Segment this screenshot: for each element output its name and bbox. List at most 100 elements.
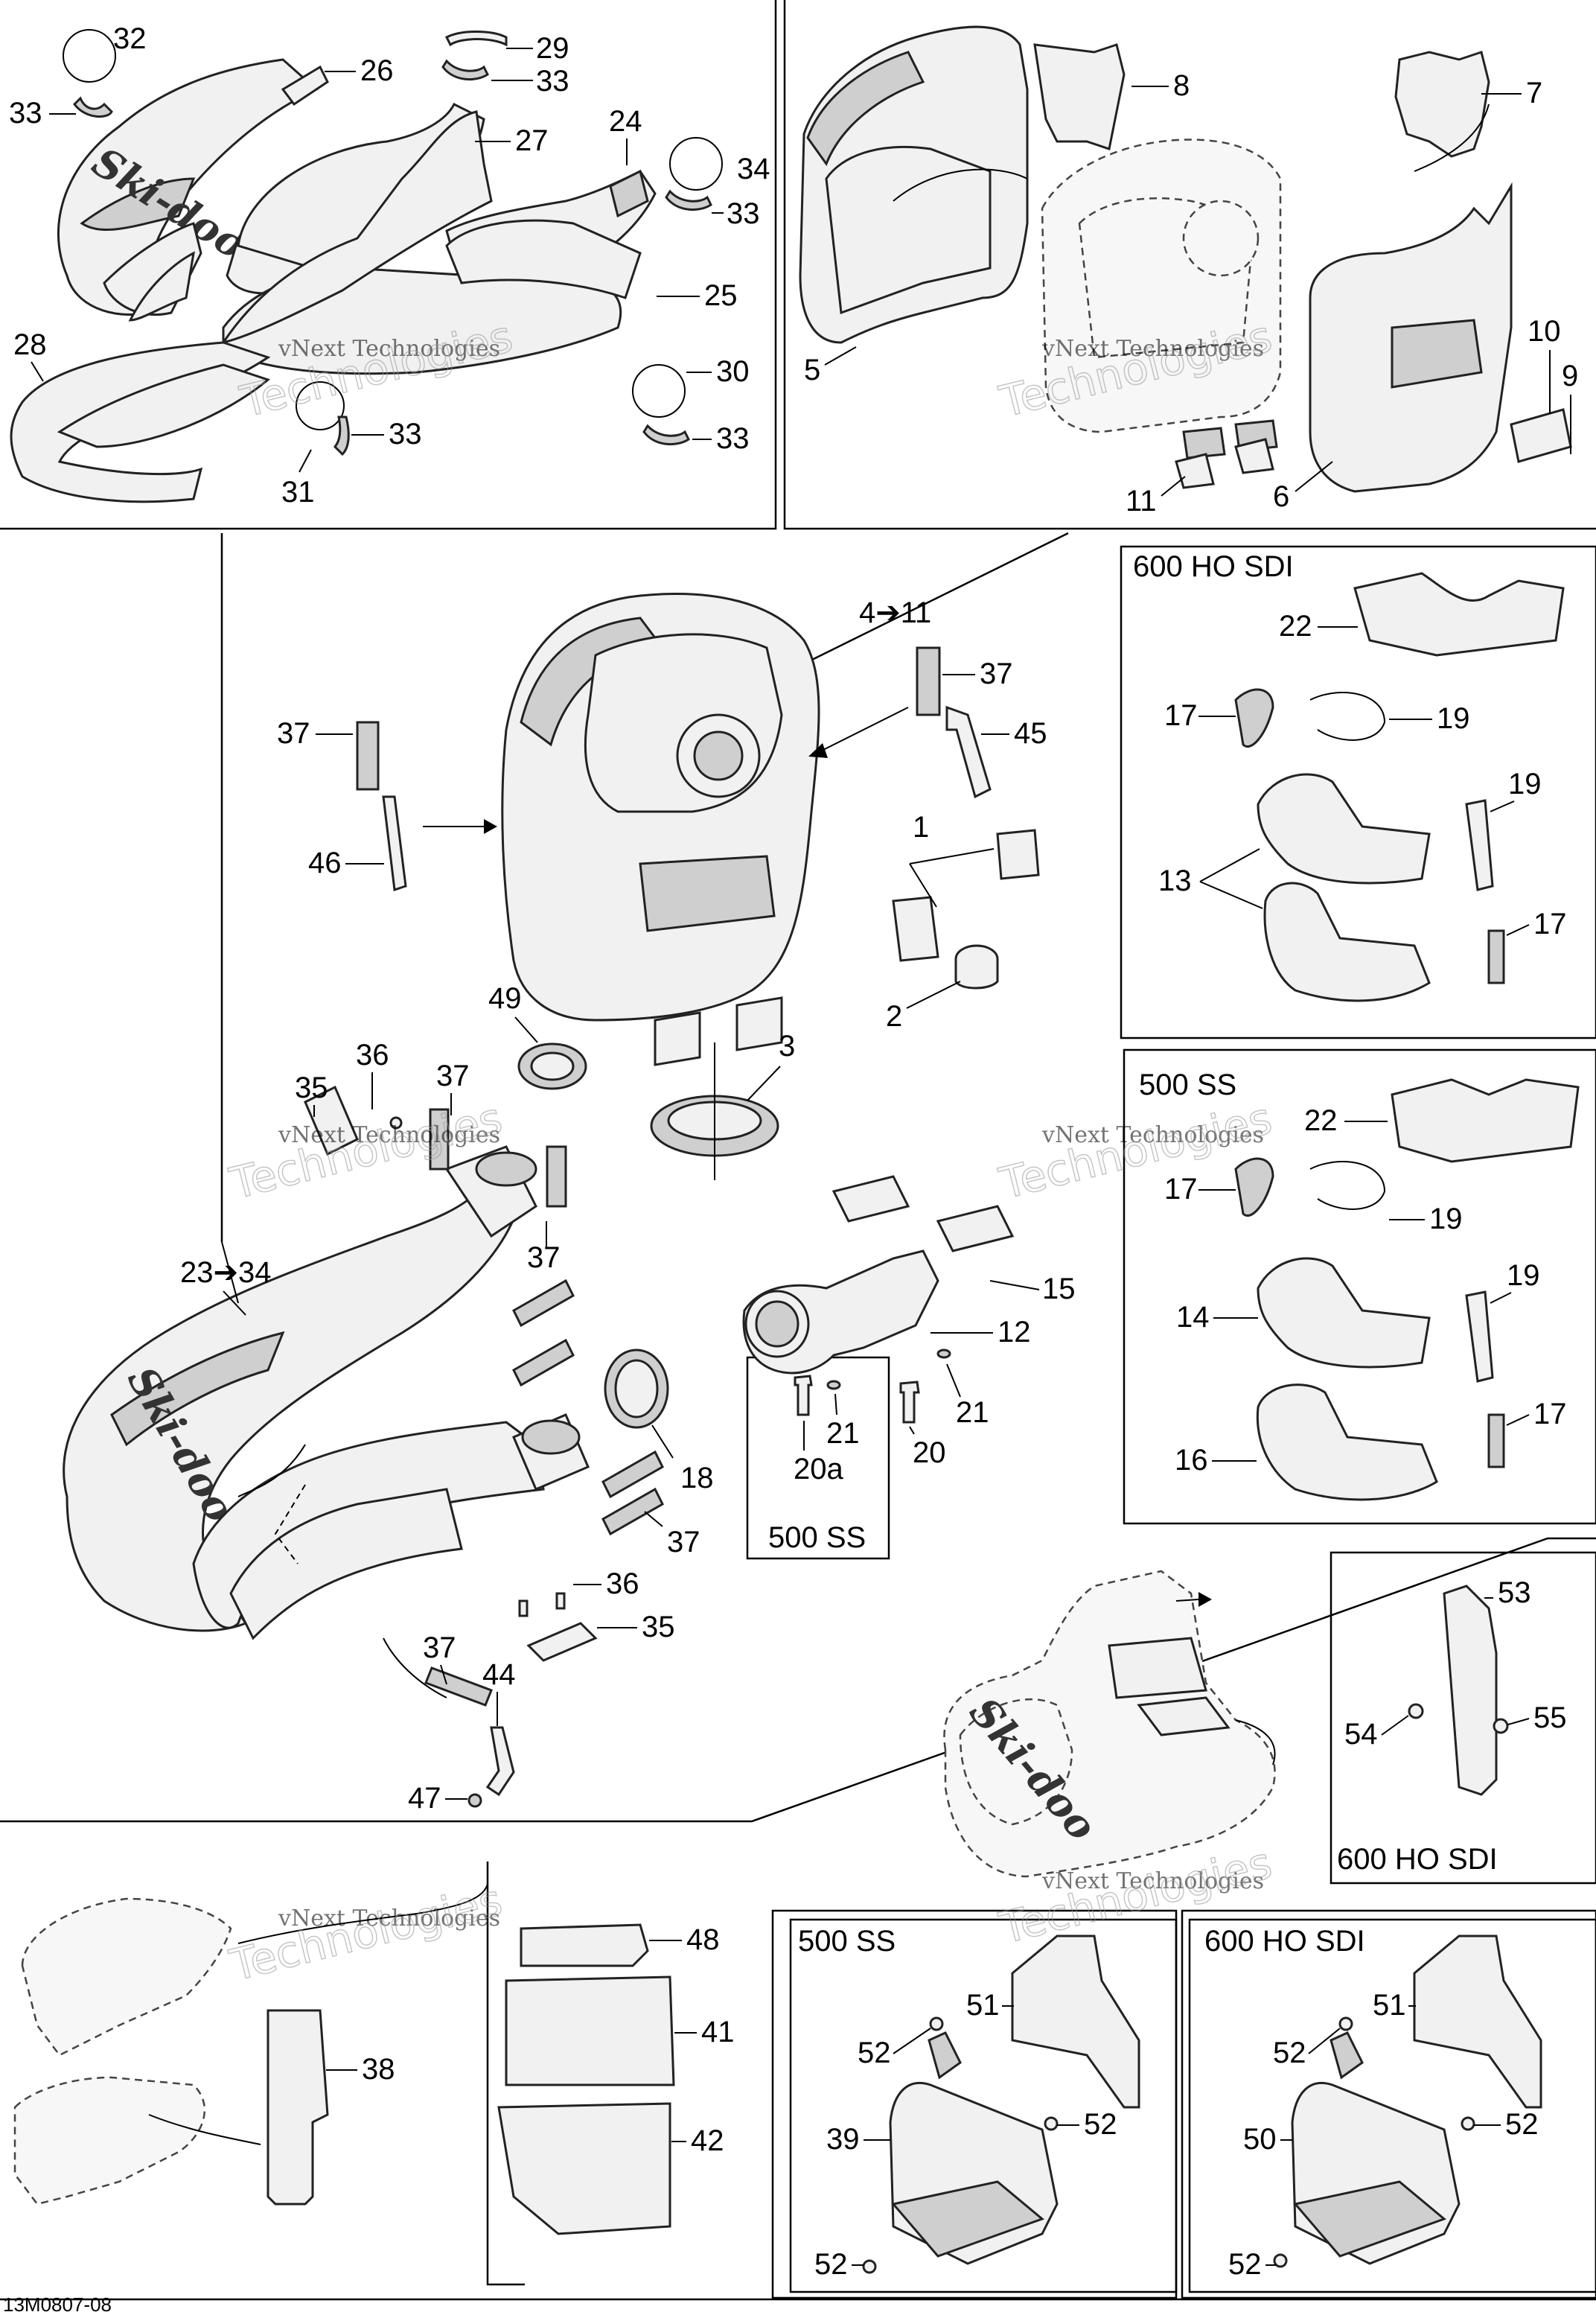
callout-8: 8 [1173,69,1190,102]
callout-37: 37 [667,1526,700,1558]
panel-600-ho-sdi-bottom [1181,1909,1596,2299]
callout-36: 36 [356,1039,389,1071]
callout-19: 19 [1429,1203,1463,1235]
watermark-outline: Technologies [225,1874,507,1990]
spring-37-g [601,1450,664,1499]
watermark-text: vNext Technologies [1041,1122,1264,1148]
callout-50: 50 [1243,2123,1277,2156]
callout-52: 52 [858,2037,891,2069]
heat-shield-53 [1443,1585,1498,1796]
callout-6: 6 [1273,480,1289,513]
gasket-15-a [831,1175,910,1223]
callout-23-to-34: 23➔34 [180,1256,272,1289]
insulation-38 [266,2009,329,2206]
spring-37-b [356,721,380,791]
callout-51: 51 [966,1989,1000,2022]
bolt-20a [794,1375,813,1416]
callout-14: 14 [1176,1301,1210,1334]
panel-500-ss-bottom-callouts: 51 52 39 52 52 [814,1989,1117,2281]
bracket-45 [945,705,992,799]
damper-1-a [996,829,1040,880]
bracket-46 [382,795,407,892]
clamp-32 [63,29,116,83]
watermark-text: vNext Technologies [278,1905,500,1932]
callout-37: 37 [980,657,1013,690]
callout-27: 27 [515,124,549,157]
spring-37-f [512,1338,575,1387]
callout-17: 17 [1533,1398,1567,1430]
nut-47 [467,1793,482,1808]
tuned-pipe-callouts: 35 36 37 37 23➔34 15 12 21 21 20a 20 500… [180,1039,1076,1815]
callout-21: 21 [826,1417,860,1450]
callout-15: 15 [1042,1273,1076,1305]
callout-19: 19 [1437,702,1470,735]
callout-7: 7 [1526,77,1542,109]
callout-30: 30 [716,355,750,388]
top-right-callouts: 8 7 5 10 9 11 6 [804,69,1578,518]
variant-label-600-ho-sdi-top: 600 HO SDI [1133,550,1294,583]
callout-20a: 20a [794,1453,843,1486]
clamp-31 [296,381,345,430]
callout-37: 37 [436,1060,470,1092]
callout-33: 33 [389,418,422,450]
callout-20: 20 [913,1436,946,1469]
callout-33: 33 [727,197,760,230]
panel-500-ss-bottom-content: 500 SS [798,1925,1140,2274]
watermark-text: vNext Technologies [1041,336,1264,362]
callout-35: 35 [642,1611,675,1643]
callout-46: 46 [308,847,342,879]
callout-26: 26 [360,54,394,87]
callout-19: 19 [1508,768,1542,800]
bracket-19-b [1465,1290,1494,1383]
bolt-20 [899,1381,920,1424]
callout-3: 3 [779,1030,795,1063]
callout-53: 53 [1498,1576,1531,1609]
watermark-text: vNext Technologies [278,336,500,362]
insulation-42 [497,2102,671,2235]
variant-label-500-ss-bolts: 500 SS [768,1521,866,1554]
callout-5: 5 [804,354,820,386]
variant-label-600-ho-sdi-bottom: 600 HO SDI [1204,1925,1365,1958]
bolt-54 [1408,1703,1424,1719]
shield-51-a [1011,1935,1140,2109]
callout-52: 52 [814,2248,848,2281]
callout-25: 25 [704,279,738,312]
callout-13: 13 [1158,864,1192,897]
nut-55 [1493,1718,1509,1734]
callout-52: 52 [1084,2108,1117,2141]
callout-4-to-11: 4➔11 [859,596,931,629]
callout-31: 31 [281,476,315,509]
shield-51-b [1413,1935,1542,2109]
heat-shield-16 [1256,1383,1438,1501]
callout-44: 44 [482,1658,516,1691]
callout-28: 28 [13,328,47,361]
bracket-19-a [1465,799,1494,891]
clamp-30 [632,364,686,418]
spring-37-h [601,1487,664,1536]
spring-17-c [1234,1157,1274,1217]
callout-52: 52 [1273,2037,1306,2069]
bottom-callouts: 53 54 55 48 41 38 42 [326,1576,1567,2157]
spring-17-b [1487,929,1505,984]
variant-label-500-ss-top: 500 SS [1139,1069,1236,1101]
variant-label-600-ho-sdi-heatshield: 600 HO SDI [1337,1843,1498,1876]
callout-22: 22 [1279,610,1312,643]
callout-39: 39 [826,2123,860,2156]
callout-33: 33 [9,97,42,130]
callout-52: 52 [1228,2248,1262,2281]
callout-17: 17 [1164,699,1198,732]
callout-29: 29 [536,32,569,65]
spring-37-c [429,1108,450,1171]
bracket-44 [485,1726,515,1797]
insulation-41 [505,1975,675,2086]
variant-label-500-ss-bottom: 500 SS [798,1925,896,1958]
insulation-22-a [1353,572,1565,657]
panel-500-ss-bottom-inner [789,1918,1178,2293]
callout-32: 32 [113,22,147,55]
callout-17: 17 [1533,908,1567,940]
centre-muffler-assembly [356,593,1040,1180]
heat-shield-14 [1257,1257,1431,1369]
spring-17-d [1487,1413,1505,1468]
